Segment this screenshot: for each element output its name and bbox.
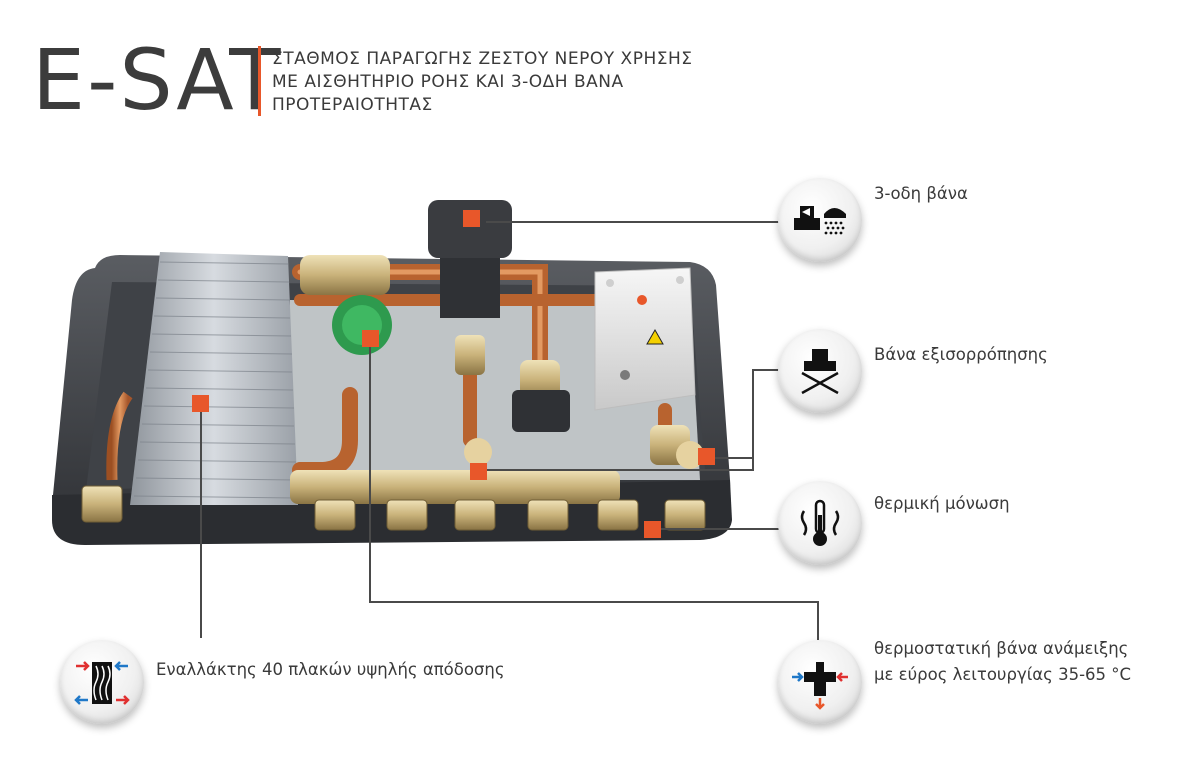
heat-exchanger-icon-badge xyxy=(60,640,144,724)
balancing-valve-cap xyxy=(464,438,492,466)
thermal-insulation-icon-badge xyxy=(778,481,862,565)
heat-exchanger-icon xyxy=(74,661,130,705)
balancing-valve-icon-badge xyxy=(778,329,862,413)
mixing-valve-label: θερμοστατική βάνα ανάμειξης με εύρος λει… xyxy=(874,636,1131,688)
leader-lines xyxy=(200,221,819,640)
balancing-valve-marker xyxy=(470,463,487,480)
brass-manifold xyxy=(81,255,706,531)
thermal-insulation-label: θερμική μόνωση xyxy=(874,494,1010,513)
three-way-valve-icon xyxy=(794,206,846,235)
subtitle-line: ΠΡΟΤΕΡΑΙΟΤΗΤΑΣ xyxy=(272,95,433,115)
balancing-valve-icon xyxy=(801,349,839,395)
flow-sensor xyxy=(512,390,570,432)
insulation-marker xyxy=(644,521,661,538)
mixing-valve-marker xyxy=(362,330,379,347)
balancing-valve-label: Βάνα εξισορρόπησης xyxy=(874,345,1048,364)
mixing-valve-icon-badge xyxy=(778,640,862,724)
heat-exchanger-marker xyxy=(192,395,209,412)
three-way-valve-marker xyxy=(463,210,480,227)
mixing-valve-label-line: με εύρος λειτουργίας 35-65 °C xyxy=(874,665,1132,684)
logo: E-SAT xyxy=(32,31,283,129)
heat-exchanger-label: Εναλλάκτης 40 πλακών υψηλής απόδοσης xyxy=(156,660,505,679)
mixing-valve-icon xyxy=(792,662,848,710)
subtitle: ΣΤΑΘΜΟΣ ΠΑΡΑΓΩΓΗΣ ΖΕΣΤΟΥ ΝΕΡΟΥ ΧΡΗΣΗΣ ΜΕ… xyxy=(272,48,693,117)
subtitle-line: ΣΤΑΘΜΟΣ ΠΑΡΑΓΩΓΗΣ ΖΕΣΤΟΥ ΝΕΡΟΥ ΧΡΗΣΗΣ xyxy=(272,49,693,69)
heat-exchanger xyxy=(106,252,298,505)
three-way-valve-label: 3-οδη βάνα xyxy=(874,184,968,203)
mixing-valve-label-line: θερμοστατική βάνα ανάμειξης xyxy=(874,639,1129,658)
subtitle-line: ΜΕ ΑΙΣΘΗΤΗΡΙΟ ΡΟΗΣ ΚΑΙ 3-ΟΔΗ ΒΑΝΑ xyxy=(272,72,624,92)
logo-separator xyxy=(258,46,261,116)
balancing-valve-marker-2 xyxy=(698,448,715,465)
control-box xyxy=(594,267,696,411)
three-way-valve-actuator xyxy=(428,200,512,258)
three-way-valve-icon-badge xyxy=(778,178,862,262)
valve-body xyxy=(440,258,500,318)
thermometer-icon xyxy=(800,499,840,546)
